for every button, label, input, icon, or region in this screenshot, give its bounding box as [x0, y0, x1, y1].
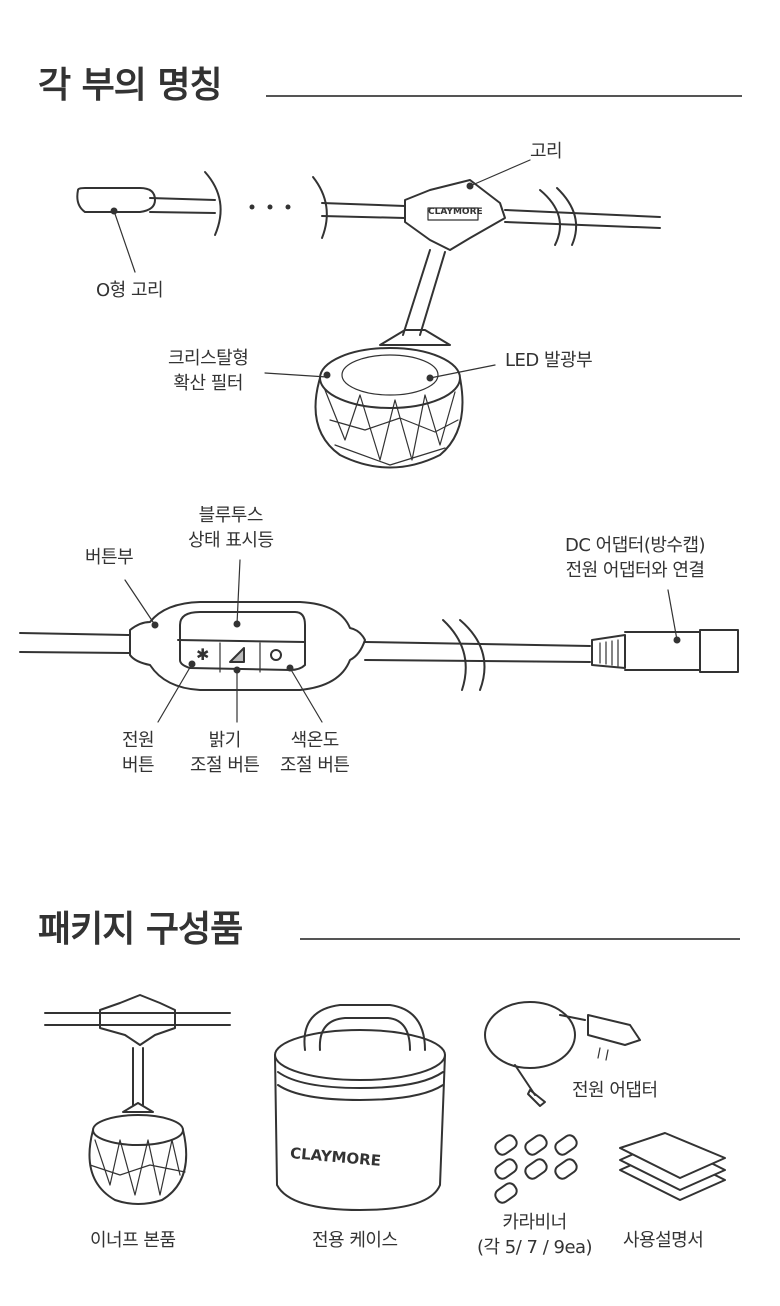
label-line: DC 어댑터(방수캡) — [565, 535, 706, 556]
label-line: 확산 필터 — [173, 373, 243, 394]
title-divider — [266, 95, 742, 97]
label-power-adapter: 전원 어댑터 — [572, 1080, 658, 1101]
label-bluetooth-indicator: 블루투스 상태 표시등 — [188, 503, 274, 553]
label-case: 전용 케이스 — [312, 1230, 398, 1251]
svg-text:✱: ✱ — [196, 645, 209, 664]
label-hook: 고리 — [530, 141, 563, 162]
label-carabiner: 카라비너 (각 5/ 7 / 9ea) — [477, 1210, 593, 1260]
logo-mark: CLAYMORE — [428, 207, 483, 217]
label-brightness-button: 밝기 조절 버튼 — [190, 728, 260, 778]
main-unit-illustration — [44, 994, 231, 1205]
label-manual: 사용설명서 — [623, 1230, 704, 1251]
label-line: 조절 버튼 — [190, 755, 260, 776]
manual-illustration — [619, 1132, 726, 1201]
label-led: LED 발광부 — [505, 350, 593, 371]
label-dc-adapter: DC 어댑터(방수캡) 전원 어댑터와 연결 — [565, 533, 706, 583]
case-illustration — [274, 1004, 446, 1211]
label-line: 카라비너 — [502, 1212, 567, 1233]
label-o-ring: O형 고리 — [96, 280, 164, 301]
label-color-temp-button: 색온도 조절 버튼 — [280, 728, 350, 778]
label-line: 블루투스 — [198, 505, 264, 526]
carabiner-illustration — [494, 1134, 578, 1204]
label-line: (각 5/ 7 / 9ea) — [477, 1237, 593, 1258]
label-crystal-filter: 크리스탈형 확산 필터 — [168, 346, 249, 396]
section-title-part-names: 각 부의 명칭 — [38, 65, 223, 106]
title-divider — [300, 938, 740, 940]
label-line: 조절 버튼 — [280, 755, 350, 776]
string-light-illustration — [76, 159, 661, 469]
section-title-package: 패키지 구성품 — [38, 909, 243, 950]
power-adapter-illustration — [484, 1001, 641, 1107]
label-line: 밝기 — [208, 730, 242, 751]
label-line: 크리스탈형 — [168, 348, 249, 369]
label-main-unit: 이너프 본품 — [90, 1230, 176, 1251]
label-line: 전원 어댑터와 연결 — [565, 560, 705, 581]
label-line: 버튼 — [122, 755, 155, 776]
label-line: 색온도 — [290, 730, 340, 751]
controller-illustration: ✱ — [19, 559, 739, 723]
label-line: 전원 — [122, 730, 155, 751]
label-line: 상태 표시등 — [188, 530, 274, 551]
label-button-unit: 버튼부 — [85, 547, 134, 568]
label-power-button: 전원 버튼 — [122, 728, 155, 778]
